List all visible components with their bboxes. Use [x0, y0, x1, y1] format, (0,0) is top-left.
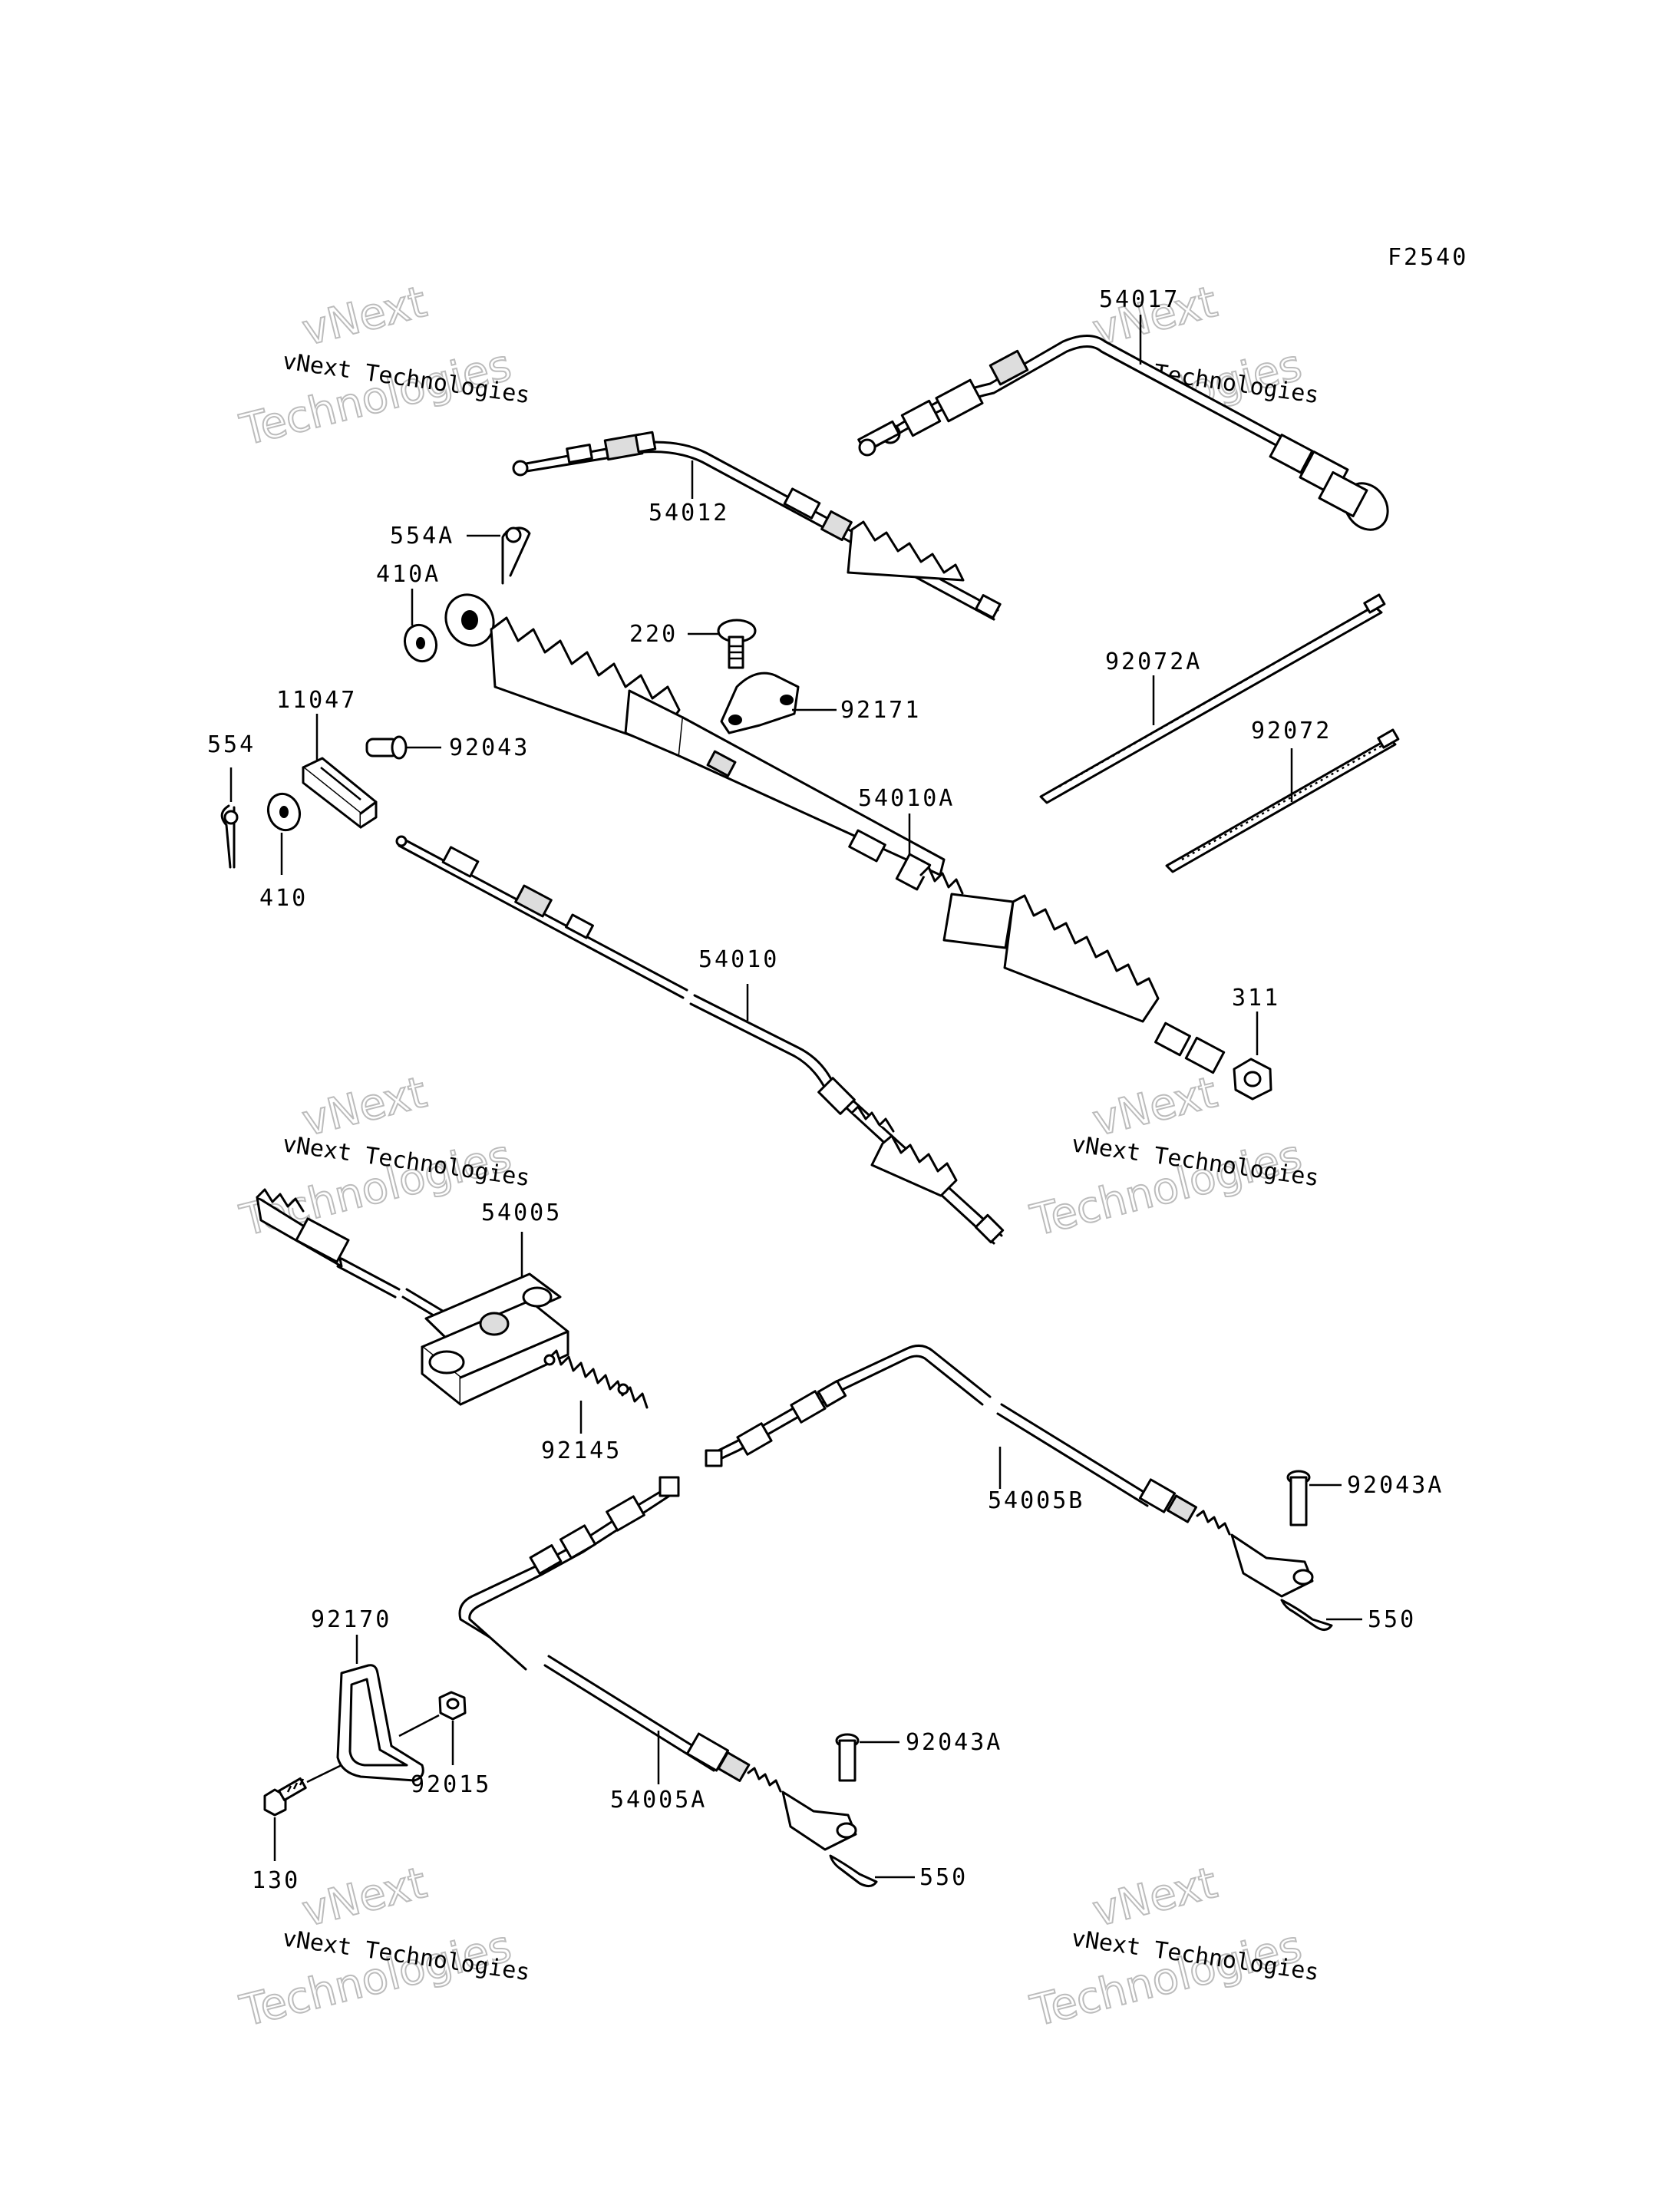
- label-54017: 54017: [1099, 286, 1180, 313]
- part-550-bottom-clip: [829, 1854, 878, 1887]
- part-92170-hanger: [336, 1664, 424, 1782]
- label-92043A-bottom: 92043A: [906, 1729, 1002, 1756]
- label-550-top: 550: [1368, 1606, 1416, 1633]
- label-54012: 54012: [649, 500, 729, 526]
- watermark-middle-right: vNext Technologies vNext Technologies: [1025, 1067, 1321, 1247]
- label-92015: 92015: [411, 1771, 491, 1798]
- part-54005B-cable: [705, 1345, 1314, 1598]
- label-220: 220: [629, 621, 678, 648]
- leader-130-link: [306, 1764, 342, 1784]
- part-550-top-clip: [1280, 1599, 1333, 1631]
- label-410A: 410A: [376, 561, 441, 588]
- watermark-bottom-right: vNext Technologies vNext Technologies: [1025, 1857, 1321, 2038]
- part-554-pin: [220, 804, 239, 869]
- label-54005: 54005: [481, 1200, 562, 1226]
- part-54010A-cable: [444, 593, 1226, 1074]
- leader-92015-link: [398, 1714, 440, 1738]
- figure-code: F2540: [1388, 244, 1468, 271]
- label-54005B: 54005B: [988, 1487, 1084, 1514]
- part-92072-tie: [1165, 728, 1400, 873]
- part-92043A-bottom-pin: [835, 1733, 860, 1782]
- label-92170: 92170: [311, 1606, 391, 1633]
- part-92171-clamp: [720, 672, 800, 734]
- part-410A-washer: [403, 623, 438, 663]
- label-92145: 92145: [541, 1437, 622, 1464]
- part-92043-pin: [365, 735, 408, 760]
- label-130: 130: [252, 1867, 300, 1894]
- svg-text:vNext: vNext: [1088, 1068, 1222, 1147]
- label-54010A: 54010A: [858, 785, 955, 812]
- part-130-bolt: [263, 1777, 307, 1817]
- part-92072A-tie: [1039, 593, 1386, 804]
- svg-text:vNext: vNext: [298, 1858, 431, 1937]
- watermark-top-left: vNext Technologies vNext Technologies: [235, 276, 532, 457]
- svg-text:vNext: vNext: [298, 277, 431, 356]
- label-54005A: 54005A: [610, 1787, 707, 1814]
- part-92015-nut: [438, 1691, 467, 1721]
- part-92145-spring: [543, 1349, 649, 1409]
- label-410: 410: [259, 885, 308, 912]
- part-11047-bracket: [302, 757, 378, 829]
- part-410-washer: [266, 792, 302, 832]
- label-92072A: 92072A: [1105, 649, 1202, 675]
- label-311: 311: [1232, 985, 1280, 1012]
- part-92043A-top-pin: [1286, 1470, 1311, 1526]
- part-220-screw: [717, 619, 757, 669]
- svg-text:vNext: vNext: [298, 1068, 431, 1147]
- svg-text:vNext: vNext: [1088, 1858, 1222, 1937]
- label-11047: 11047: [276, 687, 357, 714]
- label-554: 554: [207, 731, 256, 758]
- part-54017-cable: [857, 335, 1389, 531]
- label-54010: 54010: [698, 946, 779, 973]
- label-92043: 92043: [449, 734, 530, 761]
- label-92072: 92072: [1251, 718, 1332, 744]
- part-54005A-cable: [458, 1476, 857, 1851]
- label-92043A-top: 92043A: [1347, 1472, 1444, 1499]
- part-54005-block: [256, 1188, 569, 1406]
- part-54012-cable: [512, 431, 1002, 621]
- label-554A: 554A: [390, 523, 454, 550]
- part-54010-cable: [395, 835, 1005, 1245]
- part-554A-pin: [501, 526, 531, 585]
- label-550-bottom: 550: [919, 1864, 968, 1891]
- label-92171: 92171: [840, 697, 921, 724]
- part-311-nut: [1233, 1058, 1272, 1101]
